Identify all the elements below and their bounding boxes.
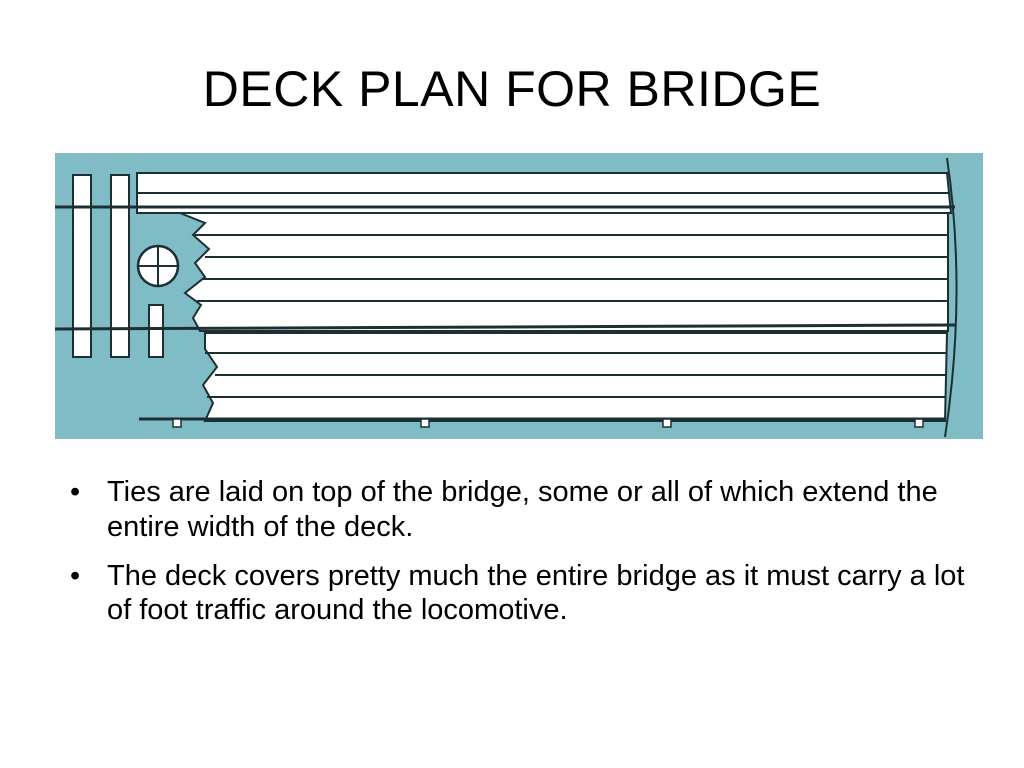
tie-left-1 <box>72 174 92 358</box>
deck-middle-section <box>179 212 949 332</box>
tie-stub-3 <box>662 418 672 428</box>
tie-left-2 <box>110 174 130 358</box>
tie-stub-1 <box>172 418 182 428</box>
bullet-marker: • <box>70 559 81 592</box>
deck-end-curve <box>944 157 958 438</box>
tie-left-3 <box>148 304 164 358</box>
deck-bottom-section <box>201 332 949 422</box>
rail-lower <box>55 323 956 331</box>
bullet-text: Ties are laid on top of the bridge, some… <box>107 476 938 543</box>
slide-title: DECK PLAN FOR BRIDGE <box>202 61 822 117</box>
deck-plan-drawing <box>55 153 983 439</box>
bullet-item: • The deck covers pretty much the entire… <box>70 559 970 629</box>
bullet-item: • Ties are laid on top of the bridge, so… <box>70 475 970 545</box>
tie-stub-2 <box>420 418 430 428</box>
tie-stub-4 <box>914 418 924 428</box>
bullet-list: • Ties are laid on top of the bridge, so… <box>70 475 970 642</box>
bullet-marker: • <box>70 476 81 508</box>
bullet-text: The deck covers pretty much the entire b… <box>107 559 965 627</box>
